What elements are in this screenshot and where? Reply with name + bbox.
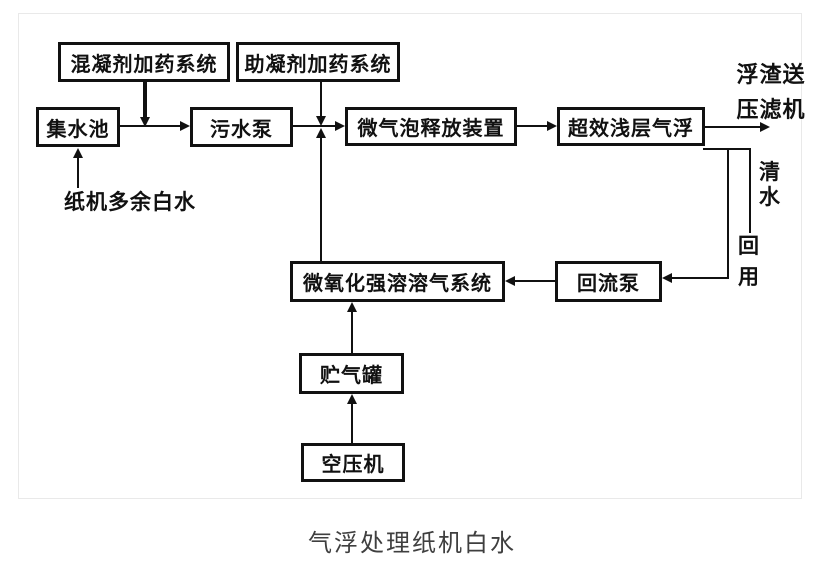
flow-line-pump-to-bubble	[293, 125, 335, 127]
clear-water-label: 清水	[759, 160, 781, 209]
node-micro-oxidation-dissolved-air-system: 微氧化强溶溶气系统	[290, 261, 505, 302]
node-gas-storage-tank: 贮气罐	[299, 353, 404, 394]
node-shallow-air-flotation: 超效浅层气浮	[557, 107, 705, 146]
flow-line-daf-to-scum	[705, 126, 760, 128]
flow-line-tank-to-dissolve	[351, 312, 353, 353]
influent-label: 纸机多余白水	[64, 190, 196, 214]
scum-destination-line1: 浮渣送	[736, 63, 806, 88]
reuse-label: 回用	[738, 234, 760, 289]
flow-line-bubble-to-daf	[517, 125, 547, 127]
flow-line-return-to-dissolve	[515, 280, 555, 282]
arrow-down-icon	[140, 117, 150, 127]
arrow-left-icon	[505, 276, 515, 286]
arrow-up-icon	[347, 302, 357, 312]
flow-line-recycle-down	[727, 148, 729, 279]
node-coagulant-dosing-system: 混凝剂加药系统	[58, 42, 230, 82]
flow-line-clearwater-down	[749, 148, 751, 233]
scum-destination-label: 浮渣送 压滤机	[724, 58, 818, 128]
arrow-up-icon	[347, 394, 357, 404]
arrow-down-icon	[316, 116, 326, 126]
arrow-right-icon	[547, 121, 557, 131]
arrow-right-icon	[180, 121, 190, 131]
node-return-pump: 回流泵	[555, 261, 662, 302]
diagram-caption: 气浮处理纸机白水	[308, 529, 516, 557]
node-coagulant-aid-dosing-system: 助凝剂加药系统	[236, 42, 400, 82]
flow-line-aid-down	[320, 82, 322, 116]
arrow-up-icon	[73, 148, 83, 158]
arrow-left-icon	[662, 273, 672, 283]
diagram-frame	[18, 13, 802, 499]
flow-line-dissolve-up	[320, 138, 322, 261]
arrow-right-icon	[335, 121, 345, 131]
arrow-right-icon	[760, 122, 770, 132]
arrow-up-icon	[316, 128, 326, 138]
node-collecting-tank: 集水池	[36, 107, 120, 147]
node-air-compressor: 空压机	[301, 443, 405, 482]
flow-line-influent-up	[77, 158, 79, 188]
scum-destination-line2: 压滤机	[736, 98, 806, 123]
node-microbubble-release-device: 微气泡释放装置	[345, 107, 517, 146]
node-sewage-pump: 污水泵	[190, 107, 293, 147]
flow-line-collect-to-pump	[120, 125, 182, 127]
flow-line-compressor-to-tank	[351, 404, 353, 443]
flow-line-coagulant-down	[143, 82, 147, 118]
flow-line-to-return-pump	[672, 277, 729, 279]
